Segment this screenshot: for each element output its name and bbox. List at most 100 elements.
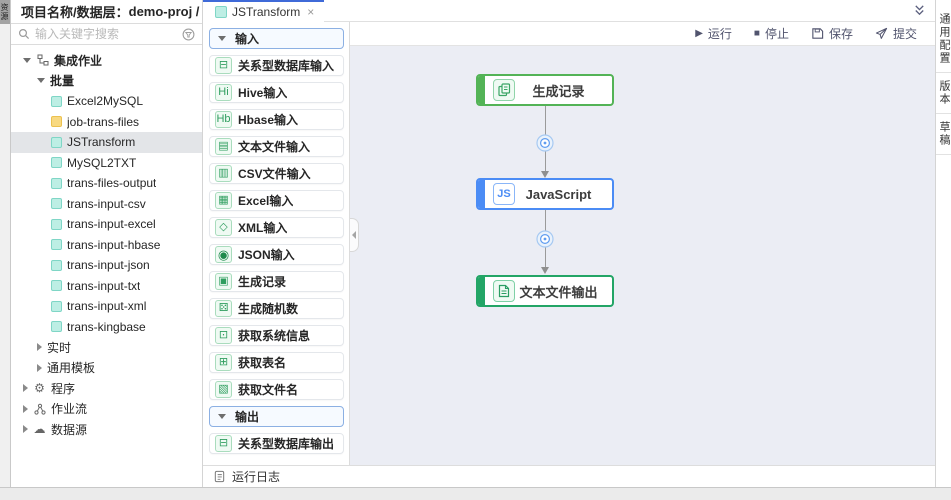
tree-item-label: trans-kingbase [67, 319, 146, 334]
palette-item[interactable]: Hi Hive输入 [209, 82, 344, 103]
tree-item-job[interactable]: trans-input-json [11, 255, 202, 276]
edge-hop-icon[interactable] [536, 230, 554, 248]
caret-right-icon[interactable] [37, 363, 42, 372]
node-text-file-output[interactable]: 文本文件输出 [476, 275, 614, 307]
palette-item[interactable]: ▧ 获取文件名 [209, 379, 344, 400]
caret-down-icon[interactable] [37, 78, 45, 84]
datasource-icon: ☁ [33, 421, 46, 436]
palette-item[interactable]: ⊞ 获取表名 [209, 352, 344, 373]
tree-item-job[interactable]: trans-kingbase [11, 317, 202, 338]
collapse-panel-button[interactable] [913, 4, 926, 17]
submit-button[interactable]: 提交 [875, 25, 917, 42]
palette-item-label: Excel输入 [238, 194, 294, 208]
log-file-icon [214, 470, 225, 483]
palette-collapse-handle[interactable] [350, 218, 359, 252]
job-badge-icon [51, 300, 62, 312]
tree-item-job[interactable]: trans-input-xml [11, 296, 202, 317]
tree-item-job[interactable]: trans-files-output [11, 173, 202, 194]
tree-item-job[interactable]: trans-input-hbase [11, 235, 202, 256]
job-tree: 集成作业 批量 Excel2MySQL job-trans-files JSTr… [11, 45, 202, 487]
close-icon[interactable]: × [307, 4, 315, 19]
tree-item-job[interactable]: job-trans-files [11, 112, 202, 133]
palette-item-label: 获取表名 [238, 356, 287, 370]
edge-hop-icon[interactable] [536, 134, 554, 152]
stop-button-label: 停止 [764, 27, 789, 41]
play-icon: ▶ [695, 27, 703, 39]
stop-button[interactable]: ■ 停止 [754, 25, 789, 42]
palette-item[interactable]: ▤ 文本文件输入 [209, 136, 344, 157]
edge-arrow-icon [541, 267, 549, 274]
job-badge-icon [51, 177, 62, 189]
tree-item-job[interactable]: Excel2MySQL [11, 91, 202, 112]
palette-item[interactable]: ◇ XML输入 [209, 217, 344, 238]
tree-item-datasources[interactable]: ☁ 数据源 [11, 419, 202, 440]
run-log-bar[interactable]: 运行日志 [203, 465, 935, 487]
palette-item[interactable]: ▦ Excel输入 [209, 190, 344, 211]
file-output-icon [493, 280, 515, 302]
palette-item[interactable]: ⊡ 获取系统信息 [209, 325, 344, 346]
node-generate-records[interactable]: 生成记录 [476, 74, 614, 106]
database-output-icon: ⊟ [215, 435, 232, 452]
palette-item[interactable]: Hb Hbase输入 [209, 109, 344, 130]
node-javascript[interactable]: JS JavaScript [476, 178, 614, 210]
save-button[interactable]: 保存 [811, 25, 853, 42]
palette-item[interactable]: ⊟ 关系型数据库输出 [209, 433, 344, 454]
run-log-label: 运行日志 [232, 470, 281, 484]
palette-item[interactable]: ⚄ 生成随机数 [209, 298, 344, 319]
js-icon: JS [493, 183, 515, 205]
node-accent-bar [478, 76, 485, 104]
tree-item-realtime[interactable]: 实时 [11, 337, 202, 358]
component-palette: 输入 ⊟ 关系型数据库输入 Hi Hive输入 Hb Hbase输入 ▤ 文本文… [203, 22, 350, 465]
caret-right-icon[interactable] [23, 384, 28, 393]
tree-item-templates[interactable]: 通用模板 [11, 358, 202, 379]
tree-item-label: Excel2MySQL [67, 94, 144, 109]
palette-item[interactable]: ▥ CSV文件输入 [209, 163, 344, 184]
job-badge-icon [51, 280, 62, 292]
palette-item[interactable]: ▣ 生成记录 [209, 271, 344, 292]
xml-icon: ◇ [215, 219, 232, 236]
palette-section-input[interactable]: 输入 [209, 28, 344, 49]
palette-item[interactable]: ◉ JSON输入 [209, 244, 344, 265]
flow-canvas[interactable]: 生成记录 JS JavaScript 文本文件输出 [350, 46, 935, 465]
json-icon: ◉ [215, 246, 232, 263]
project-header-value: demo-proj / ODS [128, 4, 202, 19]
job-badge-icon [51, 218, 62, 230]
job-badge-icon [51, 116, 62, 128]
tree-item-batch[interactable]: 批量 [11, 71, 202, 92]
tree-item-job[interactable]: trans-input-csv [11, 194, 202, 215]
resources-rail-tab[interactable]: 资源 [0, 0, 10, 24]
caret-down-icon[interactable] [218, 414, 226, 419]
caret-right-icon[interactable] [37, 343, 42, 352]
tree-item-label: MySQL2TXT [67, 155, 137, 170]
palette-item-label: 获取文件名 [238, 383, 299, 397]
caret-right-icon[interactable] [23, 425, 28, 434]
database-input-icon: ⊟ [215, 57, 232, 74]
tree-item-programs[interactable]: ⚙ 程序 [11, 378, 202, 399]
palette-item-label: 生成随机数 [238, 302, 299, 316]
tree-item-job-selected[interactable]: JSTransform [11, 132, 202, 153]
tab-general-config[interactable]: 通用配置 [936, 6, 951, 73]
right-panel-tabs: 通用配置 版本 草稿 [935, 0, 951, 487]
tree-item-job[interactable]: MySQL2TXT [11, 153, 202, 174]
tab-jstransform[interactable]: JSTransform × [203, 0, 325, 22]
palette-item[interactable]: ⊟ 关系型数据库输入 [209, 55, 344, 76]
search-bar [11, 23, 202, 45]
tab-version[interactable]: 版本 [936, 73, 951, 114]
tree-item-label: trans-input-json [67, 258, 150, 273]
filter-icon[interactable] [182, 28, 195, 41]
tree-item-workflows[interactable]: 作业流 [11, 399, 202, 420]
caret-down-icon[interactable] [23, 57, 31, 63]
caret-right-icon[interactable] [23, 404, 28, 413]
tree-item-job[interactable]: trans-input-txt [11, 276, 202, 297]
tree-item-integration-jobs[interactable]: 集成作业 [11, 50, 202, 71]
caret-down-icon[interactable] [218, 36, 226, 41]
tab-draft[interactable]: 草稿 [936, 114, 951, 155]
palette-section-output[interactable]: 输出 [209, 406, 344, 427]
workflow-icon [33, 402, 46, 415]
palette-item-label: 关系型数据库输出 [238, 437, 335, 451]
run-button[interactable]: ▶ 运行 [695, 25, 732, 42]
search-input[interactable] [35, 27, 177, 41]
tree-item-job[interactable]: trans-input-excel [11, 214, 202, 235]
hive-icon: Hi [215, 84, 232, 101]
